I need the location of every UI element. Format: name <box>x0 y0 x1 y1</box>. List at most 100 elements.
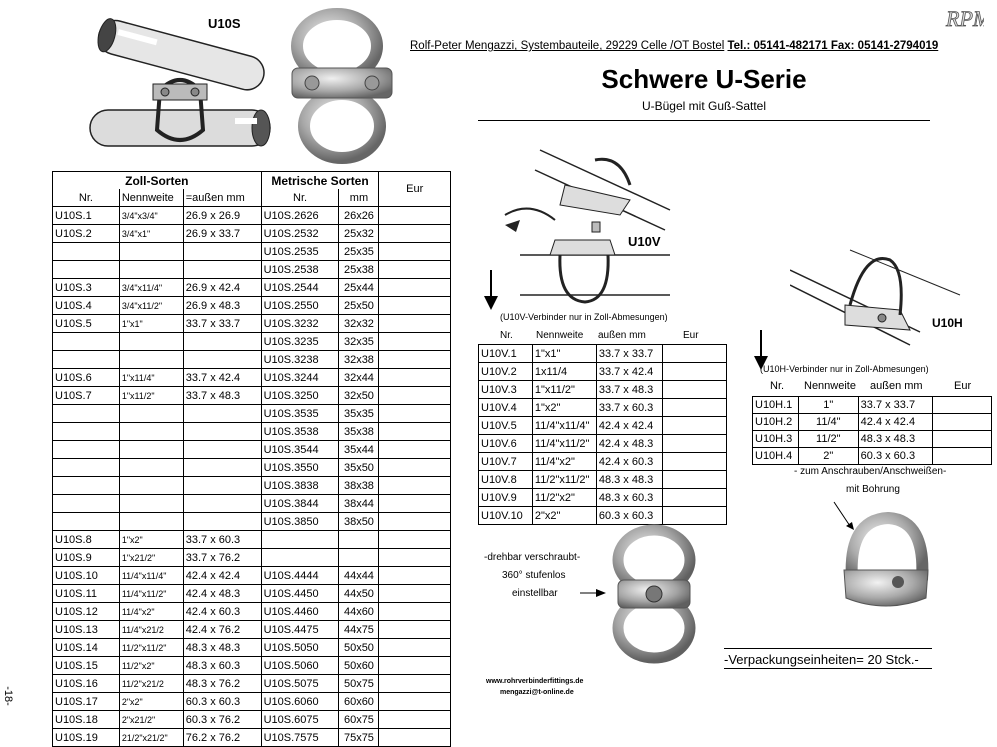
cell-metric-nr: U10S.6075 <box>260 710 340 729</box>
cell-metric-nr <box>260 548 340 567</box>
cell-aussen: 48.3 x 48.3 <box>182 638 262 657</box>
arrow-down-icon <box>484 270 498 315</box>
cell-nr <box>52 332 120 351</box>
cell-mm: 38x44 <box>338 494 380 513</box>
cell-aussen: 42.4 x 76.2 <box>182 620 262 639</box>
cell-aussen: 33.7 x 76.2 <box>182 548 262 567</box>
email-link[interactable]: mengazzi@t-online.de <box>500 689 574 696</box>
drehbar-note-3: einstellbar <box>512 588 558 599</box>
u10v-col-nennweite: Nennweite <box>536 330 584 341</box>
cell-metric-nr: U10S.4444 <box>260 566 340 585</box>
u10v-label: U10V <box>628 234 661 249</box>
cell-nennweite: 11/4" <box>797 413 859 431</box>
cell-nennweite: 2"x2" <box>118 692 184 711</box>
drehbar-note-1: -drehbar verschraubt- <box>484 552 581 563</box>
cell-aussen: 48.3 x 60.3 <box>182 656 262 675</box>
cell-mm: 50x60 <box>338 656 380 675</box>
u10h-col-nennweite: Nennweite <box>804 380 856 392</box>
cell-metric-nr: U10S.2532 <box>260 224 340 243</box>
cell-eur <box>378 404 451 423</box>
cell-nr: U10S.6 <box>52 368 120 387</box>
cell-nr: U10S.12 <box>52 602 120 621</box>
cell-mm <box>338 530 380 549</box>
cell-mm: 35x44 <box>338 440 380 459</box>
cell-eur <box>378 494 451 513</box>
cell-aussen: 33.7 x 33.7 <box>595 344 663 363</box>
cell-aussen: 33.7 x 42.4 <box>595 362 663 381</box>
cell-mm: 25x32 <box>338 224 380 243</box>
cell-eur <box>378 692 451 711</box>
cell-nennweite: 1"x2" <box>118 530 184 549</box>
cell-nr: U10S.19 <box>52 728 120 747</box>
cell-eur <box>378 620 451 639</box>
cell-mm: 32x50 <box>338 386 380 405</box>
cell-nennweite: 11/2"x2" <box>531 488 597 507</box>
cell-eur <box>378 422 451 441</box>
cell-nr: U10H.1 <box>752 396 799 414</box>
cell-mm: 35x50 <box>338 458 380 477</box>
cell-mm: 60x60 <box>338 692 380 711</box>
cell-metric-nr: U10S.3544 <box>260 440 340 459</box>
cell-nennweite: 3/4"x11/4" <box>118 278 184 297</box>
cell-mm: 25x50 <box>338 296 380 315</box>
cell-eur <box>378 674 451 693</box>
page-subtitle: U-Bügel mit Guß-Sattel <box>641 99 767 113</box>
cell-nr <box>52 404 120 423</box>
website-link[interactable]: www.rohrverbinderfittings.de <box>486 678 584 685</box>
cell-nennweite: 1" <box>797 396 859 414</box>
cell-aussen <box>182 350 262 369</box>
cell-aussen: 26.9 x 48.3 <box>182 296 262 315</box>
cell-aussen <box>182 476 262 495</box>
title-rule <box>478 120 930 121</box>
cell-aussen <box>182 260 262 279</box>
cell-metric-nr: U10S.2626 <box>260 206 340 225</box>
cell-eur <box>378 458 451 477</box>
cell-nr: U10S.10 <box>52 566 120 585</box>
cell-metric-nr: U10S.4475 <box>260 620 340 639</box>
cell-nr: U10S.1 <box>52 206 120 225</box>
cell-nr: U10V.1 <box>478 344 533 363</box>
pointer-arrow-icon <box>580 586 606 605</box>
cell-eur <box>931 430 993 448</box>
cell-aussen: 76.2 x 76.2 <box>182 728 262 747</box>
cell-eur <box>378 728 451 747</box>
cell-nennweite: 21/2"x21/2" <box>118 728 184 747</box>
svg-text:RPM: RPM <box>945 6 984 31</box>
cell-mm: 35x35 <box>338 404 380 423</box>
cell-metric-nr: U10S.6060 <box>260 692 340 711</box>
cell-nr <box>52 422 120 441</box>
cell-eur <box>378 656 451 675</box>
anschrauben-note-2: mit Bohrung <box>846 484 900 495</box>
page-title: Schwere U-Serie <box>601 64 807 94</box>
cell-eur <box>378 476 451 495</box>
cell-nr: U10S.7 <box>52 386 120 405</box>
cell-mm: 50x50 <box>338 638 380 657</box>
cell-eur <box>661 488 728 507</box>
col-nr-header: Nr. <box>52 189 120 207</box>
cell-aussen: 33.7 x 60.3 <box>182 530 262 549</box>
cell-eur <box>378 260 451 279</box>
company-address: Rolf-Peter Mengazzi, Systembauteile, 292… <box>410 40 725 52</box>
cell-eur <box>378 224 451 243</box>
cell-aussen: 42.4 x 42.4 <box>182 566 262 585</box>
cell-nr: U10S.18 <box>52 710 120 729</box>
cell-eur <box>378 440 451 459</box>
metric-group-header: Metrische Sorten <box>260 171 380 189</box>
cell-nennweite <box>118 494 184 513</box>
cell-aussen: 60.3 x 76.2 <box>182 710 262 729</box>
cell-aussen: 48.3 x 60.3 <box>595 488 663 507</box>
u10v-note: (U10V-Verbinder nur in Zoll-Abmesungen) <box>500 312 668 322</box>
eur-header: Eur <box>378 171 451 207</box>
cell-metric-nr: U10S.2535 <box>260 242 340 261</box>
cell-eur <box>661 398 728 417</box>
